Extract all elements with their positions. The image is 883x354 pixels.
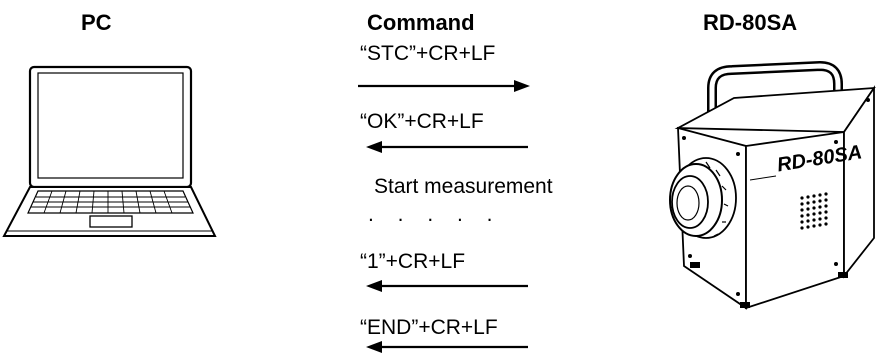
message-ok: “OK”+CR+LF — [360, 110, 484, 133]
message-stc: “STC”+CR+LF — [360, 42, 496, 65]
arrow-left — [366, 280, 528, 292]
device-header: RD-80SA — [703, 10, 798, 35]
command-header: Command — [367, 10, 475, 35]
message-end: “END”+CR+LF — [360, 316, 498, 339]
measurement-device-icon: RD-80SA — [669, 61, 876, 310]
message-start-measurement: Start measurement — [374, 175, 553, 198]
laptop-icon — [2, 65, 217, 237]
arrow-left — [366, 141, 528, 153]
arrow-right — [358, 80, 530, 92]
message-one: “1”+CR+LF — [360, 250, 466, 273]
arrow-left — [366, 341, 528, 353]
message-ellipsis: . . . . . — [368, 203, 502, 226]
pc-header: PC — [81, 10, 112, 35]
